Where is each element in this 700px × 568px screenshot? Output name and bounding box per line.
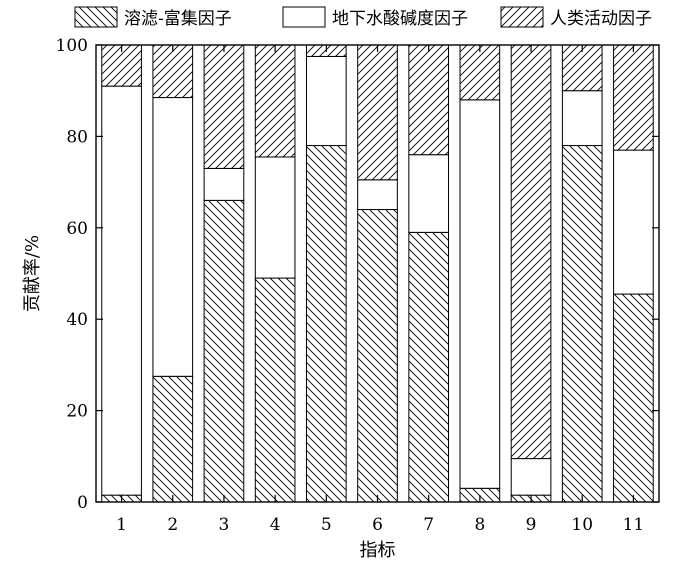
x-tick-label-4: 4 [270,515,281,535]
x-tick-label-11: 11 [623,515,645,535]
y-tick-label-60: 60 [66,219,88,239]
x-tick-label-1: 1 [116,515,127,535]
bar-9-series-2 [510,458,552,496]
x-tick-label-3: 3 [219,515,230,535]
plot-frame [95,44,660,503]
x-tick-label-9: 9 [526,515,537,535]
bar-3-series-1 [203,199,245,503]
bar-10-series-3 [561,44,603,92]
y-tick-label-0: 0 [77,493,88,513]
y-tick-label-80: 80 [66,127,88,147]
legend: 溶滤-富集因子 地下水酸碱度因子 人类活动因子 [74,6,652,29]
x-tick-label-8: 8 [474,515,485,535]
bar-11-series-1 [613,293,654,503]
bar-10-series-2 [561,90,603,147]
bar-5-series-1 [305,145,347,503]
bar-8-series-2 [459,99,501,489]
y-tick-label-20: 20 [66,402,88,422]
legend-swatch-3 [500,6,544,28]
bar-11-series-2 [613,149,654,295]
bar-3-series-2 [203,167,245,201]
x-axis-label: 指标 [360,540,396,561]
bar-11-series-3 [613,44,654,151]
y-axis-label: 贡献率/% [22,235,43,312]
x-tick-label-7: 7 [423,515,434,535]
bar-4-series-3 [254,44,296,158]
bar-9-series-3 [510,44,552,460]
y-tick-label-100: 100 [56,36,88,56]
y-tick-label-40: 40 [66,310,88,330]
bar-6-series-1 [357,209,398,503]
bar-10-series-1 [561,145,603,503]
axis-ticks: 0 20 40 60 80 100 1 2 3 4 5 6 7 8 9 10 11 [56,36,659,535]
legend-label-3: 人类活动因子 [550,9,652,29]
legend-label-2: 地下水酸碱度因子 [332,9,468,29]
bar-2-series-3 [152,44,194,99]
bar-7-series-1 [408,231,450,503]
x-tick-label-2: 2 [167,515,178,535]
bar-5-series-2 [305,55,347,147]
legend-swatch-1 [74,6,118,28]
bar-3-series-3 [203,44,245,169]
bars-group [101,44,654,503]
bar-4-series-1 [254,277,296,503]
bar-8-series-3 [459,44,501,101]
bar-6-series-2 [357,179,398,211]
bar-4-series-2 [254,156,296,279]
bar-6-series-3 [357,44,398,181]
x-tick-label-5: 5 [321,515,332,535]
legend-swatch-2 [282,6,326,28]
bar-1-series-2 [101,85,142,496]
bar-2-series-1 [152,375,194,503]
bar-2-series-2 [152,97,194,377]
bar-7-series-3 [408,44,450,156]
legend-label-1: 溶滤-富集因子 [124,9,232,29]
bar-7-series-2 [408,154,450,233]
x-tick-label-6: 6 [372,515,383,535]
x-tick-label-10: 10 [571,515,593,535]
